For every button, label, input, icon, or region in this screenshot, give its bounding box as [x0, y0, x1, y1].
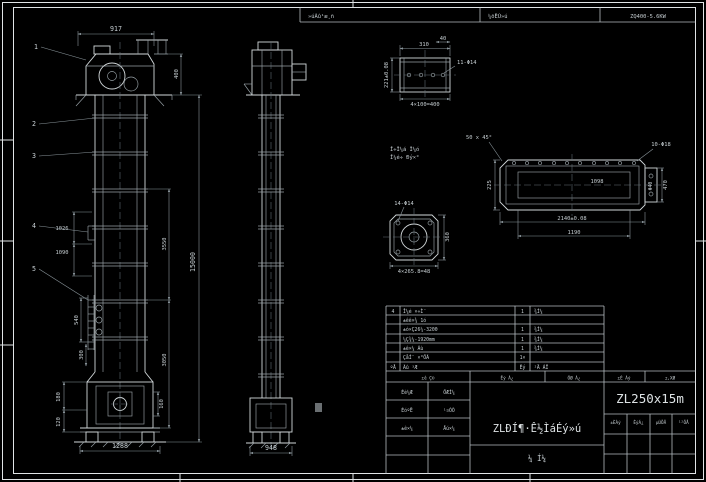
dim-front-mid-upper: 3550 [162, 238, 168, 251]
dim-front-ladder-height: 540 [74, 315, 80, 325]
parts-row-name: Î¼é ×÷Ì¨ [403, 308, 426, 315]
dim-front-head-height: 400 [174, 69, 180, 79]
parts-row-qty: 1 [521, 327, 524, 333]
parts-header-no: ºÅ [390, 364, 396, 371]
header-cell-1: »úÃû¹æ¸ñ [308, 13, 334, 20]
parts-row-5: ±ê×¼ Áù 1 ¾Í¼ [403, 344, 543, 352]
dim-detail-b-length: 2140±0.08 [557, 216, 586, 222]
dim-front-top-width: 917 [110, 25, 122, 33]
dim-detail-a-height: 221±0.08 [384, 62, 390, 88]
titleblock-left-r3c1: ±ê×¼ [401, 425, 413, 432]
titleblock-left-r3c2: Åú×¼ [443, 425, 455, 432]
parts-row-name: ÇåÍ¨ ×°ÖÃ [403, 353, 429, 361]
parts-row-qty: 1 [521, 346, 524, 352]
titleblock-right-c3: µÚÕÅ [656, 419, 667, 426]
front-view-drawing [74, 39, 173, 448]
dim-detail-b-left-height: 225 [487, 180, 493, 190]
dim-detail-a-holes: 11-Φ14 [457, 60, 476, 66]
parts-row-note: ¾Í¼ [534, 335, 543, 343]
header-strip: »úÃû¹æ¸ñ ¼õËÙ»ú ZQ400-5.6KW [299, 7, 696, 23]
dim-front-mid-lower: 3050 [162, 354, 168, 367]
titleblock-right-c2: ÊýÁ¿ [633, 418, 644, 426]
parts-row-no: 4 [392, 309, 395, 315]
titleblock-top-cell-1: ±ê Ç© [422, 375, 435, 382]
dim-side-base-width: 948 [265, 444, 277, 452]
front-view-dimensions: 917 15000 400 3550 3050 1026 1090 540 30… [56, 25, 202, 454]
parts-row-note: ¾Í¼ [534, 325, 543, 333]
parts-row-name: ¼Ç¾¼-1920mm [403, 337, 435, 343]
parts-row-qty: 1× [520, 355, 526, 361]
parts-row-4: ¼Ç¾¼-1920mm 1 ¾Í¼ [403, 335, 543, 343]
detail-c-drawing: 14-Φ14 4×265.8=48 360 [383, 201, 451, 275]
titleblock-top-cell-3: ÖØ Á¿ [568, 375, 581, 382]
dim-detail-a-pitch: 4×100=400 [410, 102, 439, 108]
dim-detail-b-cap-dia: Φ40 [648, 182, 654, 191]
balloon-3: 3 [32, 152, 36, 160]
drawing-main-title: ZLÐÍ¶·Ê½ÌáÉý»ú [493, 422, 582, 435]
detail-b-note-line2: Î¼é÷ Ðý×° [390, 154, 419, 161]
parts-list-table: 4 Î¼é ×÷Ì¨ 1 ¾Í¼ ±êê×¾ 1ó ±ó×Ç26¼-3200 1… [385, 305, 605, 474]
parts-header-qty: Êý [520, 363, 526, 371]
detail-a-drawing: 310 40 11-Φ14 221±0.08 4×100=400 [384, 36, 476, 108]
dim-detail-b-slot: 1098 [591, 179, 604, 185]
balloon-5: 5 [32, 265, 36, 273]
parts-header-name: Ãû ³Æ [403, 364, 418, 371]
parts-row-note: ¾Í¼ [534, 307, 543, 315]
parts-row-note: ¾Í¼ [534, 344, 543, 352]
detail-b-drawing: 50 x 45° Î÷Î¼á Î¼ó Î¼é÷ Ðý×° 10-Φ18 1098… [390, 135, 671, 239]
parts-row-qty: 1 [521, 309, 524, 315]
header-cell-3: ZQ400-5.6KW [630, 14, 666, 20]
dim-front-ladder-offset: 300 [79, 350, 85, 360]
dim-detail-c-pitch: 4×265.8=48 [398, 269, 430, 275]
dim-detail-c-height: 360 [445, 232, 451, 242]
dim-front-left-lower: 1090 [56, 250, 69, 256]
dim-front-boot-right: 160 [159, 399, 165, 409]
parts-row-qty: 1 [521, 337, 524, 343]
titleblock-right-c1: ±ÈÀý [610, 418, 621, 426]
sheet-label: ¼ Í¼ [528, 454, 547, 463]
section-mark [315, 403, 322, 412]
parts-row-name: ±ê×¼ Áù [403, 345, 423, 352]
parts-row-2: ±êê×¾ 1ó [403, 317, 426, 324]
balloon-1: 1 [34, 43, 38, 51]
side-view-drawing: 948 [243, 41, 322, 456]
titleblock-left-r2c1: ÉóºË [401, 406, 413, 414]
titleblock-left-r1c1: Éè¼Æ [401, 388, 413, 396]
parts-row-1: 4 Î¼é ×÷Ì¨ 1 ¾Í¼ [392, 307, 543, 315]
balloon-2: 2 [32, 120, 36, 128]
detail-b-note-line1: Î÷Î¼á Î¼ó [390, 146, 419, 153]
header-cell-2: ¼õËÙ»ú [488, 13, 507, 20]
parts-row-name: ±ó×Ç26¼-3200 [403, 326, 438, 333]
parts-row-name: ±êê×¾ 1ó [403, 317, 426, 324]
balloon-4: 4 [32, 222, 36, 230]
dim-detail-b-chamfer: 50 x 45° [466, 135, 492, 141]
dim-front-boot-left-lower: 120 [56, 417, 62, 427]
dim-detail-b-holes: 10-Φ18 [651, 142, 670, 148]
title-block: ±ê Ç© Êý Á¿ ÖØ Á¿ ±È Àý ±,XØ Éè¼Æ ÖÆÍ¼ É… [386, 370, 696, 474]
dim-front-boot-left-upper: 180 [56, 392, 62, 402]
titleblock-left-r1c2: ÖÆÍ¼ [443, 388, 455, 396]
titleblock-top-cell-4: ±È Àý [618, 374, 631, 382]
titleblock-left-r2c2: ¹¤ÒÕ [443, 407, 455, 414]
titleblock-right-c4: ¹²ÕÅ [678, 419, 689, 426]
dim-detail-b-inner-length: 1190 [568, 230, 581, 236]
drawing-model-number: ZL250x15m [616, 391, 684, 406]
titleblock-top-cell-5: ±,XØ [665, 375, 676, 382]
balloon-callouts: 1 2 3 4 5 [32, 43, 96, 301]
titleblock-top-cell-2: Êý Á¿ [501, 374, 514, 382]
parts-row-3: ±ó×Ç26¼-3200 1 ¾Í¼ [403, 325, 543, 333]
dim-detail-b-right-height: 470 [663, 180, 669, 190]
dim-front-total-height: 15000 [189, 252, 197, 272]
dim-detail-a-tab: 40 [440, 36, 447, 42]
dim-detail-a-width: 310 [419, 42, 429, 48]
parts-header-note: ²Ä ÁÏ [534, 364, 549, 371]
parts-row-6: ÇåÍ¨ ×°ÖÃ 1× [403, 353, 525, 361]
parts-header-row: ºÅ Ãû ³Æ Êý ²Ä ÁÏ [390, 363, 548, 371]
dim-detail-c-holes: 14-Φ14 [394, 201, 413, 207]
dim-front-base-width: 1288 [112, 442, 128, 450]
